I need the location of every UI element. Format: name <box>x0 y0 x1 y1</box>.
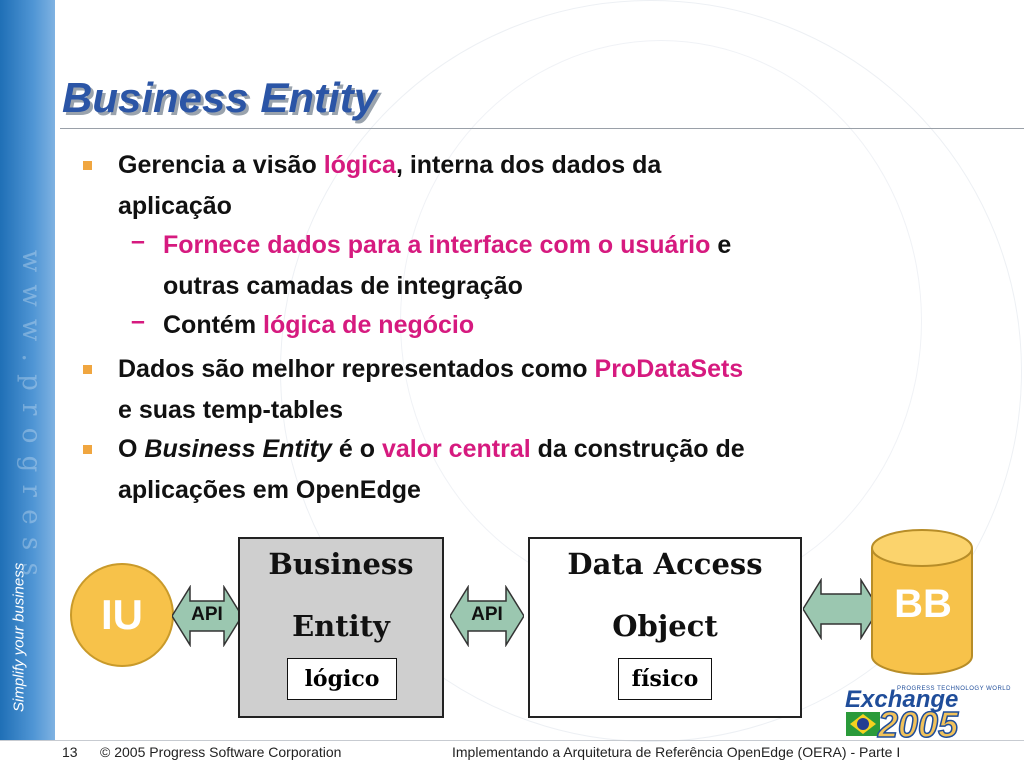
business-entity-line2: Entity <box>292 609 390 643</box>
bullet-text: e suas temp-tables <box>118 396 344 424</box>
business-entity-line1: Business <box>268 547 414 581</box>
arrow-database <box>803 578 879 640</box>
database-cylinder <box>871 529 973 675</box>
bullet-text: é o <box>331 435 382 463</box>
page-title: Business Entity <box>62 74 378 121</box>
highlight-text: Fornece dados para a interface com o usu… <box>163 231 711 259</box>
bullet-text: da construção de <box>530 435 745 463</box>
footer-copyright: © 2005 Progress Software Corporation <box>100 744 342 760</box>
highlight-text: lógica de negócio <box>263 311 475 339</box>
business-entity-box: Business Entity lógico <box>238 537 444 718</box>
bullet-line: e suas temp-tables <box>118 391 343 429</box>
data-access-line2: Object <box>612 609 718 643</box>
bullet-square-icon <box>83 445 92 454</box>
arrow-api-left <box>172 585 242 647</box>
bullet-text: , interna dos dados da <box>395 151 662 179</box>
bullet-text: Business Entity <box>144 435 332 463</box>
sub-bullet-dash-icon: – <box>131 227 145 255</box>
bullet-square-icon <box>83 365 92 374</box>
database-label: BB <box>894 582 952 626</box>
logo-word: Exchange <box>845 686 959 713</box>
logo-small-text: PROGRESS TECHNOLOGY WORLD <box>897 686 1011 692</box>
bullet-line: aplicações em OpenEdge <box>118 471 421 509</box>
data-access-line1: Data Access <box>567 547 763 581</box>
sub-bullet-dash-icon: – <box>131 307 145 335</box>
data-access-box: Data Access Object físico <box>528 537 802 718</box>
bullet-text: outras camadas de integração <box>163 272 523 300</box>
highlight-text: lógica <box>323 151 396 179</box>
side-band: w w w . p r o g r e s s Simplify your bu… <box>0 0 55 740</box>
footer-page-number: 13 <box>62 744 78 760</box>
api-left-label: API <box>191 604 223 625</box>
bullet-line: Contém lógica de negócio <box>163 306 474 344</box>
highlight-text: valor central <box>381 435 531 463</box>
iu-circle: IU <box>70 563 174 667</box>
highlight-text: ProDataSets <box>594 355 744 383</box>
bullet-line: aplicação <box>118 187 232 225</box>
globe-background-inner <box>400 40 922 602</box>
bullet-line: Dados são melhor representados como ProD… <box>118 350 743 388</box>
bullet-line: Gerencia a visão lógica, interna dos dad… <box>118 146 661 184</box>
arrow-api-right <box>450 585 524 647</box>
bullet-text: Dados são melhor representados como <box>118 355 595 383</box>
bullet-text: O <box>118 435 145 463</box>
bullet-line: O Business Entity é o valor central da c… <box>118 430 745 468</box>
bullet-line: outras camadas de integração <box>163 267 523 305</box>
bullet-text: aplicações em OpenEdge <box>118 476 421 504</box>
footer-subtitle: Implementando a Arquitetura de Referênci… <box>452 744 901 760</box>
logico-tag: lógico <box>287 658 397 700</box>
logo-year: 2005 <box>877 703 959 746</box>
bullet-square-icon <box>83 161 92 170</box>
api-right-label: API <box>471 604 503 625</box>
bullet-text: Gerencia a visão <box>118 151 324 179</box>
title-rule <box>60 128 1024 129</box>
fisico-tag: físico <box>618 658 712 700</box>
side-tagline: Simplify your business <box>10 562 28 713</box>
bullet-text: Contém <box>163 311 263 339</box>
bullet-line: Fornece dados para a interface com o usu… <box>163 226 731 264</box>
bullet-text: e <box>710 231 732 259</box>
bullet-text: aplicação <box>118 192 232 220</box>
brazil-flag-icon <box>846 712 880 736</box>
footer-rule <box>0 740 1024 741</box>
side-watermark: w w w . p r o g r e s s <box>16 250 46 578</box>
